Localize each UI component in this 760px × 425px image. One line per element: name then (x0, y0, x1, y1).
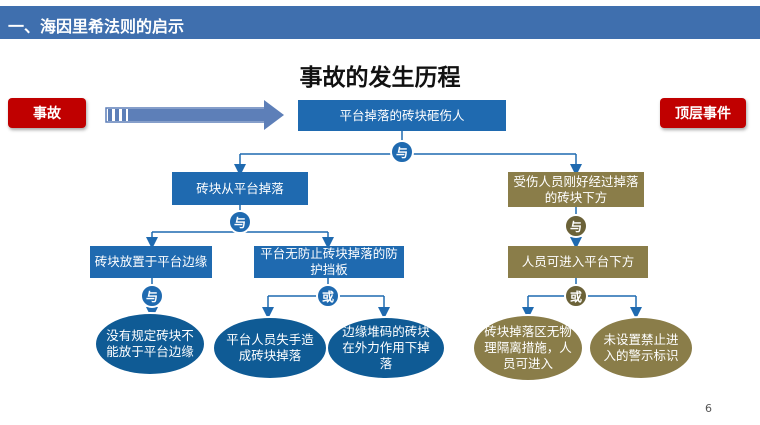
right-mid-box: 受伤人员刚好经过掉落的砖块下方 (508, 172, 644, 207)
flow-arrow (105, 100, 284, 130)
header-title: 一、海因里希法则的启示 (8, 17, 185, 36)
page-title: 事故的发生历程 (299, 65, 461, 91)
cause-no-rule-ellipse: 没有规定砖块不能放于平台边缘 (94, 312, 206, 376)
top-event-tag: 顶层事件 (660, 98, 746, 128)
gate-or-right: 或 (564, 284, 588, 308)
gate-and-left: 与 (228, 210, 252, 234)
page-number: 6 (705, 402, 712, 415)
cause-no-warning-sign-ellipse: 未设置禁止进入的警示标识 (588, 316, 694, 380)
cause-external-force-ellipse: 边缘堆码的砖块在外力作用下掉落 (326, 316, 446, 380)
header-bar: 一、海因里希法则的启示 (0, 6, 760, 39)
box-people-can-enter: 人员可进入平台下方 (508, 246, 648, 278)
cause-human-error-ellipse: 平台人员失手造成砖块掉落 (212, 316, 328, 380)
left-mid-box: 砖块从平台掉落 (172, 172, 308, 205)
box-no-guard-board: 平台无防止砖块掉落的防护挡板 (254, 246, 404, 278)
accident-tag: 事故 (8, 98, 86, 128)
gate-or-box2: 或 (316, 284, 340, 308)
gate-and-top: 与 (390, 140, 414, 164)
box-brick-on-edge: 砖块放置于平台边缘 (90, 246, 212, 278)
cause-no-isolation-ellipse: 砖块掉落区无物理隔离措施，人员可进入 (472, 314, 584, 382)
gate-and-right: 与 (564, 214, 588, 238)
gate-and-box1: 与 (140, 284, 164, 308)
top-event-box: 平台掉落的砖块砸伤人 (298, 100, 506, 131)
